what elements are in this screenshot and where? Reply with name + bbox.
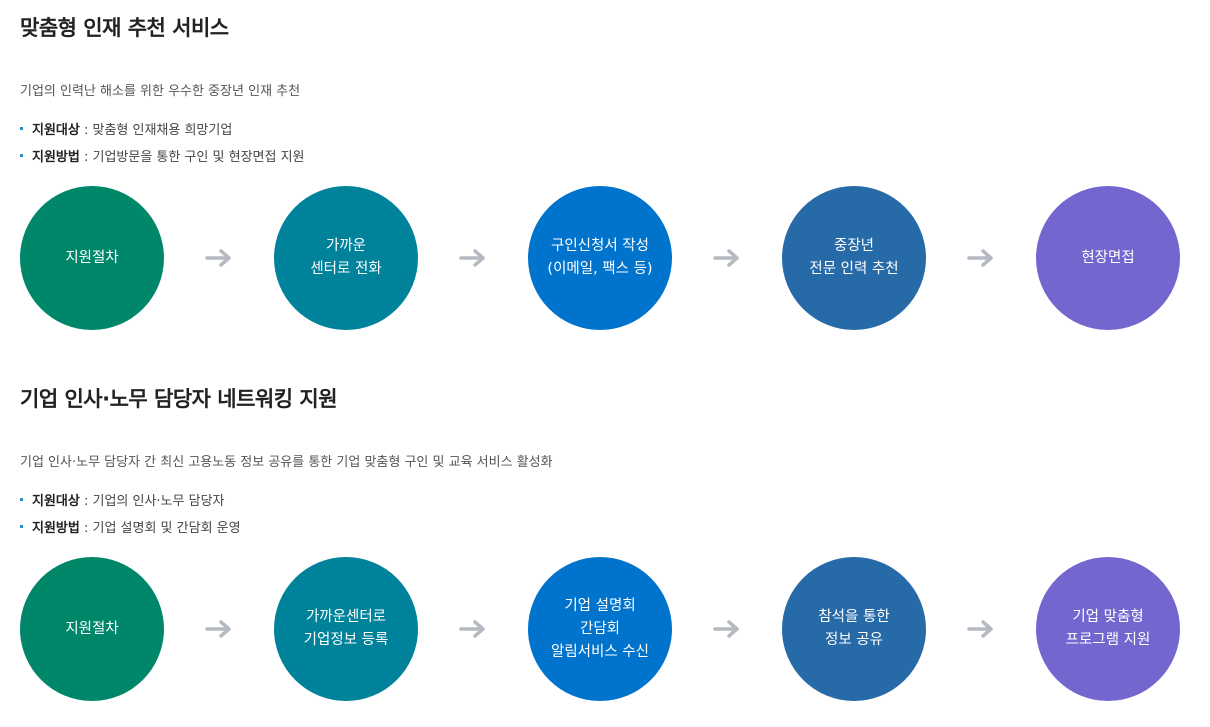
support-method-value: : 기업방문을 통한 구인 및 현장면접 지원 [79, 150, 305, 165]
process-step-label: 가까운센터로 [305, 609, 387, 625]
support-method: 지원방법 : 기업방문을 통한 구인 및 현장면접 지원 [20, 146, 305, 165]
section-title: 기업 인사·노무 담당자 네트워킹 지원 [20, 387, 338, 411]
process-step-label: 지원절차 [65, 620, 119, 637]
process-step-label: 구인신청서 작성 [551, 238, 649, 254]
arrow-right-icon [205, 620, 231, 638]
section-description: 기업의 인력난 해소를 위한 우수한 중장년 인재 추천 [20, 84, 301, 99]
process-step-label: 센터로 전화 [310, 261, 382, 277]
process-step-label: 현장면접 [1081, 249, 1135, 266]
process-step-label: 정보 공유 [825, 632, 883, 648]
bullet-icon [20, 127, 23, 130]
support-target-label: 지원대상 [32, 123, 80, 138]
process-step-label: 중장년 [833, 238, 875, 254]
arrow-right-icon [459, 249, 485, 267]
support-method-value: : 기업 설명회 및 간담회 운영 [79, 521, 241, 536]
process-step-label: 프로그램 지원 [1065, 632, 1151, 648]
process-step-label: 기업정보 등록 [303, 632, 389, 648]
support-method: 지원방법 : 기업 설명회 및 간담회 운영 [20, 517, 241, 536]
bullet-icon [20, 525, 23, 528]
support-target: 지원대상 : 기업의 인사·노무 담당자 [20, 490, 225, 509]
support-method-label: 지원방법 [32, 150, 80, 165]
arrow-right-icon [713, 249, 739, 267]
section-title: 맞춤형 인재 추천 서비스 [20, 16, 229, 40]
support-target: 지원대상 : 맞춤형 인재채용 희망기업 [20, 119, 232, 138]
process-step: 지원절차 [20, 557, 164, 701]
process-step-label: 간담회 [579, 620, 621, 637]
process-step-label: 가까운 [325, 238, 367, 254]
process-step-label: 참석을 통한 [818, 609, 890, 625]
process-step: 구인신청서 작성 (이메일, 팩스 등) [528, 186, 672, 330]
process-step-label: 전문 인력 추천 [809, 261, 899, 277]
bullet-icon [20, 498, 23, 501]
process-step-label: (이메일, 팩스 등) [547, 261, 653, 277]
support-target-label: 지원대상 [32, 494, 80, 509]
arrow-right-icon [205, 249, 231, 267]
process-step-label: 알림서비스 수신 [551, 643, 649, 660]
arrow-right-icon [967, 249, 993, 267]
section-description: 기업 인사·노무 담당자 간 최신 고용노동 정보 공유를 통한 기업 맞춤형 … [20, 455, 553, 470]
process-step-label: 기업 설명회 [564, 597, 636, 614]
support-target-value: : 기업의 인사·노무 담당자 [79, 494, 225, 509]
process-step-label: 지원절차 [65, 249, 119, 266]
process-step-label: 기업 맞춤형 [1072, 609, 1144, 625]
arrow-right-icon [713, 620, 739, 638]
process-step: 현장면접 [1036, 186, 1180, 330]
support-method-label: 지원방법 [32, 521, 80, 536]
arrow-right-icon [459, 620, 485, 638]
support-target-value: : 맞춤형 인재채용 희망기업 [79, 123, 233, 138]
bullet-icon [20, 154, 23, 157]
process-step: 지원절차 [20, 186, 164, 330]
arrow-right-icon [967, 620, 993, 638]
